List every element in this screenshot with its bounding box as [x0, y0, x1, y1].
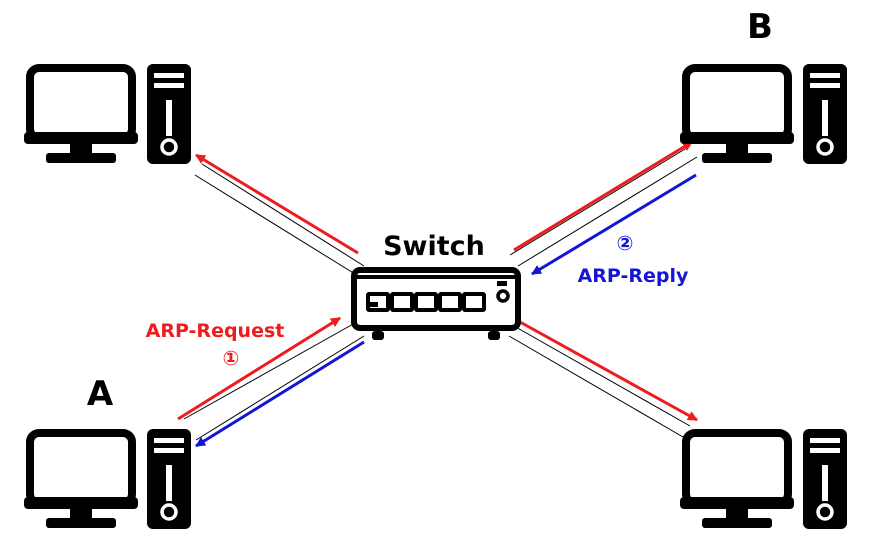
arrow-arp-request [177, 316, 341, 421]
computer-b-icon [680, 64, 847, 164]
computer-a-icon [24, 429, 191, 529]
arrow-arp-reply [531, 173, 697, 276]
arrow-to-bottom-right [519, 320, 698, 422]
computer-bottom-right-icon [680, 429, 847, 529]
arrow-to-top-left [195, 153, 359, 255]
switch-icon [351, 267, 521, 340]
arrow-reply-to-a [195, 340, 365, 448]
arp-request-step: ① [223, 346, 240, 370]
host-b-label: B [747, 7, 773, 47]
host-a-label: A [87, 374, 114, 414]
cables [183, 145, 698, 441]
arp-reply-step: ② [617, 231, 634, 255]
switch-label: Switch [383, 231, 485, 262]
arrow-to-b [513, 140, 693, 252]
arp-request-label: ARP-Request [146, 320, 285, 342]
arp-reply-label: ARP-Reply [578, 265, 689, 287]
computer-top-left-icon [24, 64, 191, 164]
